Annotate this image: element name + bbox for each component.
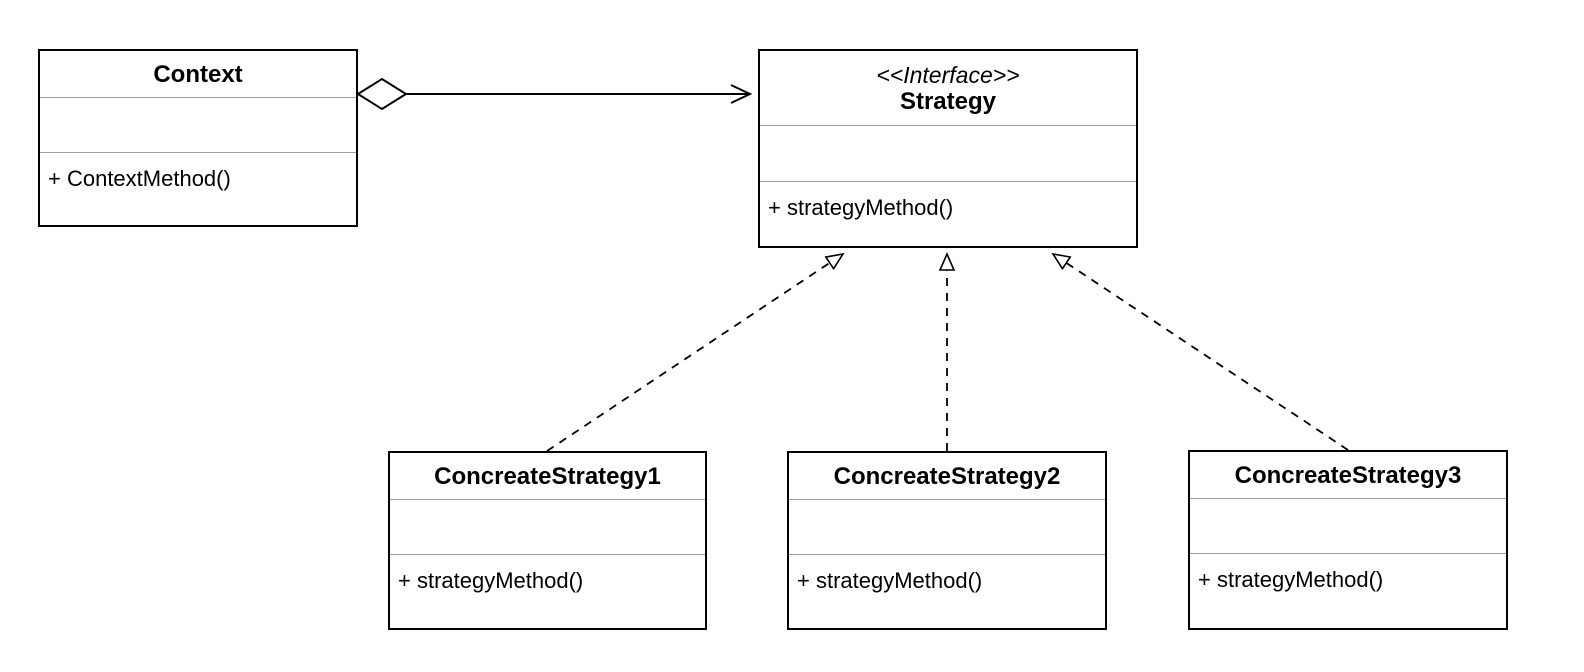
class-concrete-strategy-1-title: ConcreateStrategy1 [390,453,705,500]
class-context: Context + ContextMethod() [38,49,358,227]
class-concrete-strategy-3-attributes [1190,499,1506,554]
class-concrete-strategy-2-attributes [789,500,1105,555]
realization-connector-3 [1053,254,1349,451]
stereotype-label: <<Interface>> [876,61,1020,88]
aggregation-connector [356,77,753,111]
class-strategy-method: + strategyMethod() [768,195,954,220]
class-context-title: Context [40,51,356,98]
class-concrete-strategy-1: ConcreateStrategy1 + strategyMethod() [388,451,707,630]
class-concrete-strategy-3: ConcreateStrategy3 + strategyMethod() [1188,450,1508,630]
class-concrete-strategy-2: ConcreateStrategy2 + strategyMethod() [787,451,1107,630]
aggregation-diamond-icon [356,77,408,111]
class-name-label: ConcreateStrategy3 [1234,461,1462,489]
class-strategy: <<Interface>> Strategy + strategyMethod(… [758,49,1138,248]
class-strategy-attributes [760,126,1136,182]
class-concrete-strategy-3-title: ConcreateStrategy3 [1190,452,1506,499]
class-context-method: + ContextMethod() [48,166,231,191]
class-context-attributes [40,98,356,153]
class-name-label: ConcreateStrategy1 [434,462,661,490]
class-concrete-strategy-1-attributes [390,500,705,555]
class-strategy-title: <<Interface>> Strategy [760,51,1136,126]
open-arrowhead-icon [730,84,753,104]
class-name-label: Context [153,60,243,88]
class-name-label: Strategy [899,87,997,115]
class-name-label: ConcreateStrategy2 [833,462,1061,490]
class-concrete-strategy-2-title: ConcreateStrategy2 [789,453,1105,500]
class-concrete-strategy-1-method: + strategyMethod() [398,568,584,593]
realization-connector-1 [546,254,843,452]
class-concrete-strategy-3-method: + strategyMethod() [1198,567,1384,592]
class-concrete-strategy-2-method: + strategyMethod() [797,568,983,593]
